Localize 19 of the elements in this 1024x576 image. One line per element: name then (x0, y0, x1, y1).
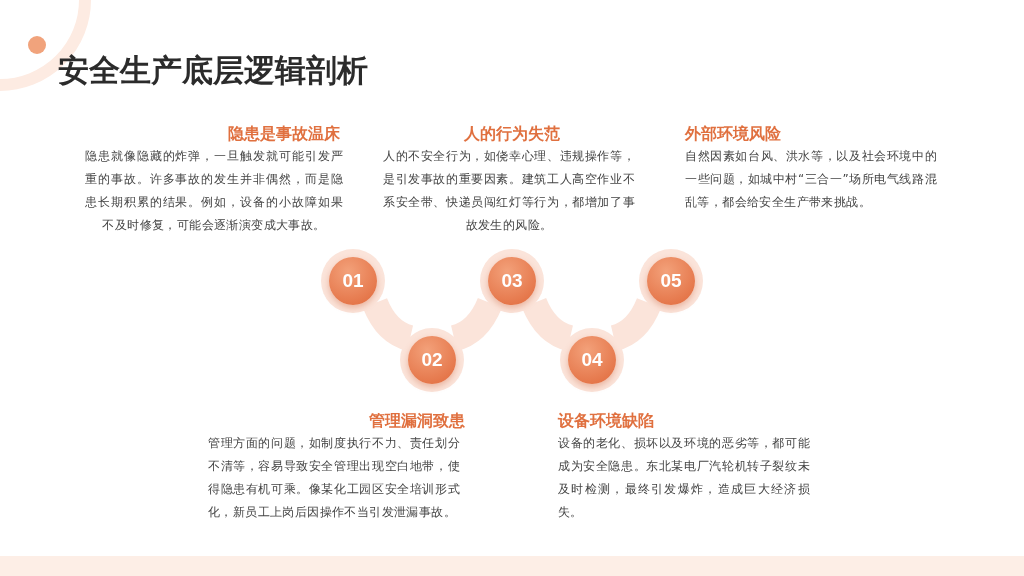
connector-band (522, 297, 574, 351)
item-heading: 外部环境风险 (685, 124, 781, 145)
item-description: 隐患就像隐藏的炸弹，一旦触发就可能引发严重的事故。许多事故的发生并非偶然，而是隐患长期积累的结果。例如，设备的小故障如果不及时修复，可能会逐渐演变成大事故。 (85, 148, 343, 234)
item-description: 人的不安全行为，如侥幸心理、违规操作等，是引发事故的重要因素。建筑工人高空作业不系安全带、快递员闯红灯等行为，都增加了事故发生的风险。 (383, 148, 635, 234)
connector-band (362, 297, 414, 351)
item-heading: 设备环境缺陷 (558, 411, 654, 432)
item-heading: 人的行为失范 (464, 124, 560, 145)
title: 安全生产底层逻辑剖析 (58, 51, 368, 90)
item-heading: 管理漏洞致患 (369, 411, 465, 432)
step-number: 02 (421, 349, 443, 371)
step-number: 03 (501, 270, 523, 292)
item-heading: 隐患是事故温床 (228, 124, 340, 145)
item-description: 管理方面的问题，如制度执行不力、责任划分不清等，容易导致安全管理出现空白地带，使得隐患有机可乘。像某化工园区安全培训形式化，新员工上岗后因操作不当引发泄漏事故。 (208, 435, 460, 521)
step-number: 01 (342, 270, 364, 292)
connector-band (610, 297, 662, 351)
step-number: 04 (581, 349, 603, 371)
item-description: 自然因素如台风、洪水等，以及社会环境中的一些问题，如城中村“三合一”场所电气线路混乱等，都会给安全生产带来挑战。 (685, 148, 937, 211)
item-description: 设备的老化、损坏以及环境的恶劣等，都可能成为安全隐患。东北某电厂汽轮机转子裂纹未及时检测，最终引发爆炸，造成巨大经济损失。 (558, 435, 810, 521)
step-number: 05 (660, 270, 682, 292)
